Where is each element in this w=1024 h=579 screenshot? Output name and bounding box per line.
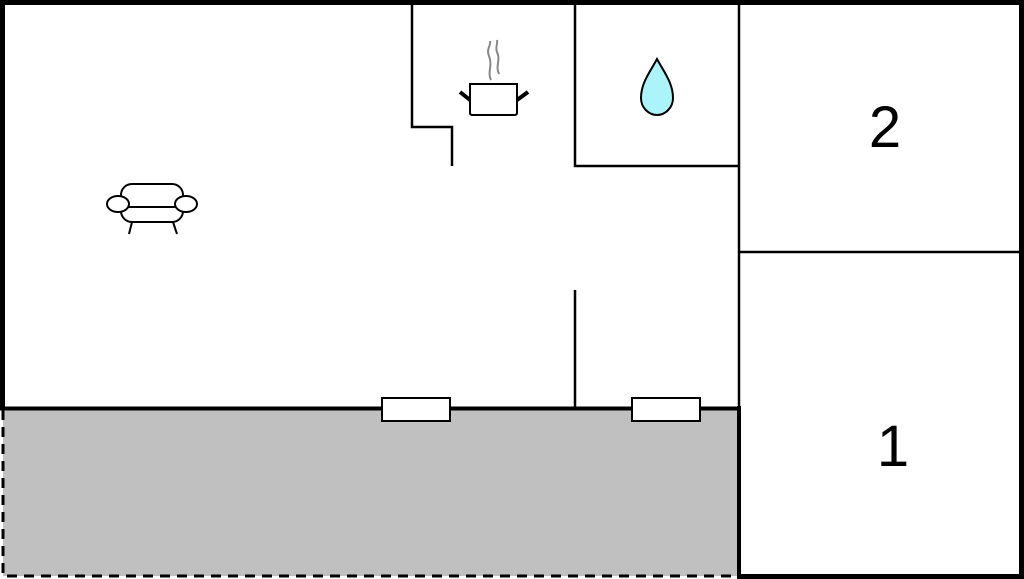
cooking-pot-icon: [458, 39, 530, 116]
room-1-label: 1: [876, 414, 910, 479]
terrace-dashed-edge: [1, 410, 738, 578]
interior-walls: [410, 4, 1021, 408]
window: [381, 397, 451, 422]
window: [631, 397, 701, 422]
terrace: [3, 410, 738, 576]
water-drop-icon: [639, 56, 675, 117]
sofa-icon: [106, 183, 198, 235]
room-2-label: 2: [868, 95, 902, 160]
